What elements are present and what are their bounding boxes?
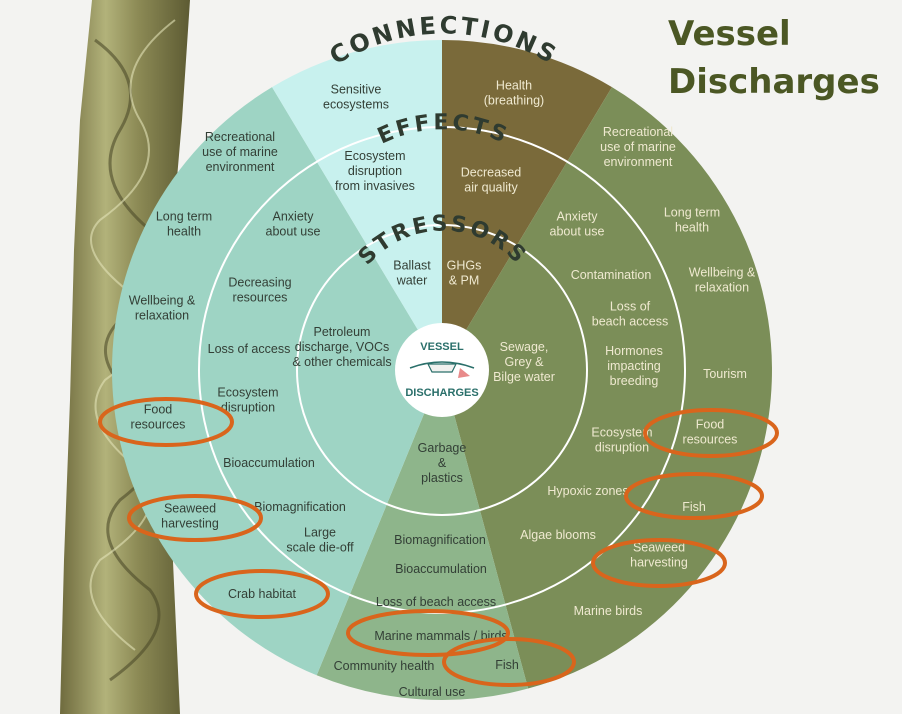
label-bioaccumulation-left: Bioaccumulation [223, 456, 315, 470]
label-biomagnification-left: Biomagnification [254, 500, 346, 514]
label-wellbeing-right: Wellbeing &relaxation [689, 266, 756, 295]
label-biomagnification-bottom: Biomagnification [394, 533, 486, 547]
label-algae-blooms: Algae blooms [520, 528, 596, 542]
label-loss-of-access: Loss of access [208, 342, 291, 356]
label-marine-birds: Marine birds [574, 604, 643, 618]
title-line-1: Vessel [668, 10, 900, 58]
label-contamination: Contamination [571, 268, 652, 282]
label-tourism: Tourism [703, 367, 747, 381]
label-fish-bottom: Fish [495, 658, 519, 672]
label-bioaccumulation-bottom: Bioaccumulation [395, 562, 487, 576]
label-loss-of-beach-access-bottom: Loss of beach access [376, 595, 496, 609]
label-hypoxic-zones: Hypoxic zones [547, 484, 628, 498]
ship-icon [428, 364, 456, 372]
label-community-health: Community health [334, 659, 435, 673]
page-title: Vessel Discharges [668, 10, 900, 106]
label-wellbeing-left: Wellbeing &relaxation [129, 294, 196, 323]
logo-bottom-text: DISCHARGES [405, 387, 478, 399]
label-fish-right: Fish [682, 500, 706, 514]
logo-top-text: VESSEL [420, 341, 464, 353]
label-crab-habitat: Crab habitat [228, 587, 297, 601]
title-line-2: Discharges [668, 58, 900, 106]
label-ghgs-pm: GHGs& PM [447, 259, 482, 288]
label-cultural-use: Cultural use [399, 685, 466, 699]
